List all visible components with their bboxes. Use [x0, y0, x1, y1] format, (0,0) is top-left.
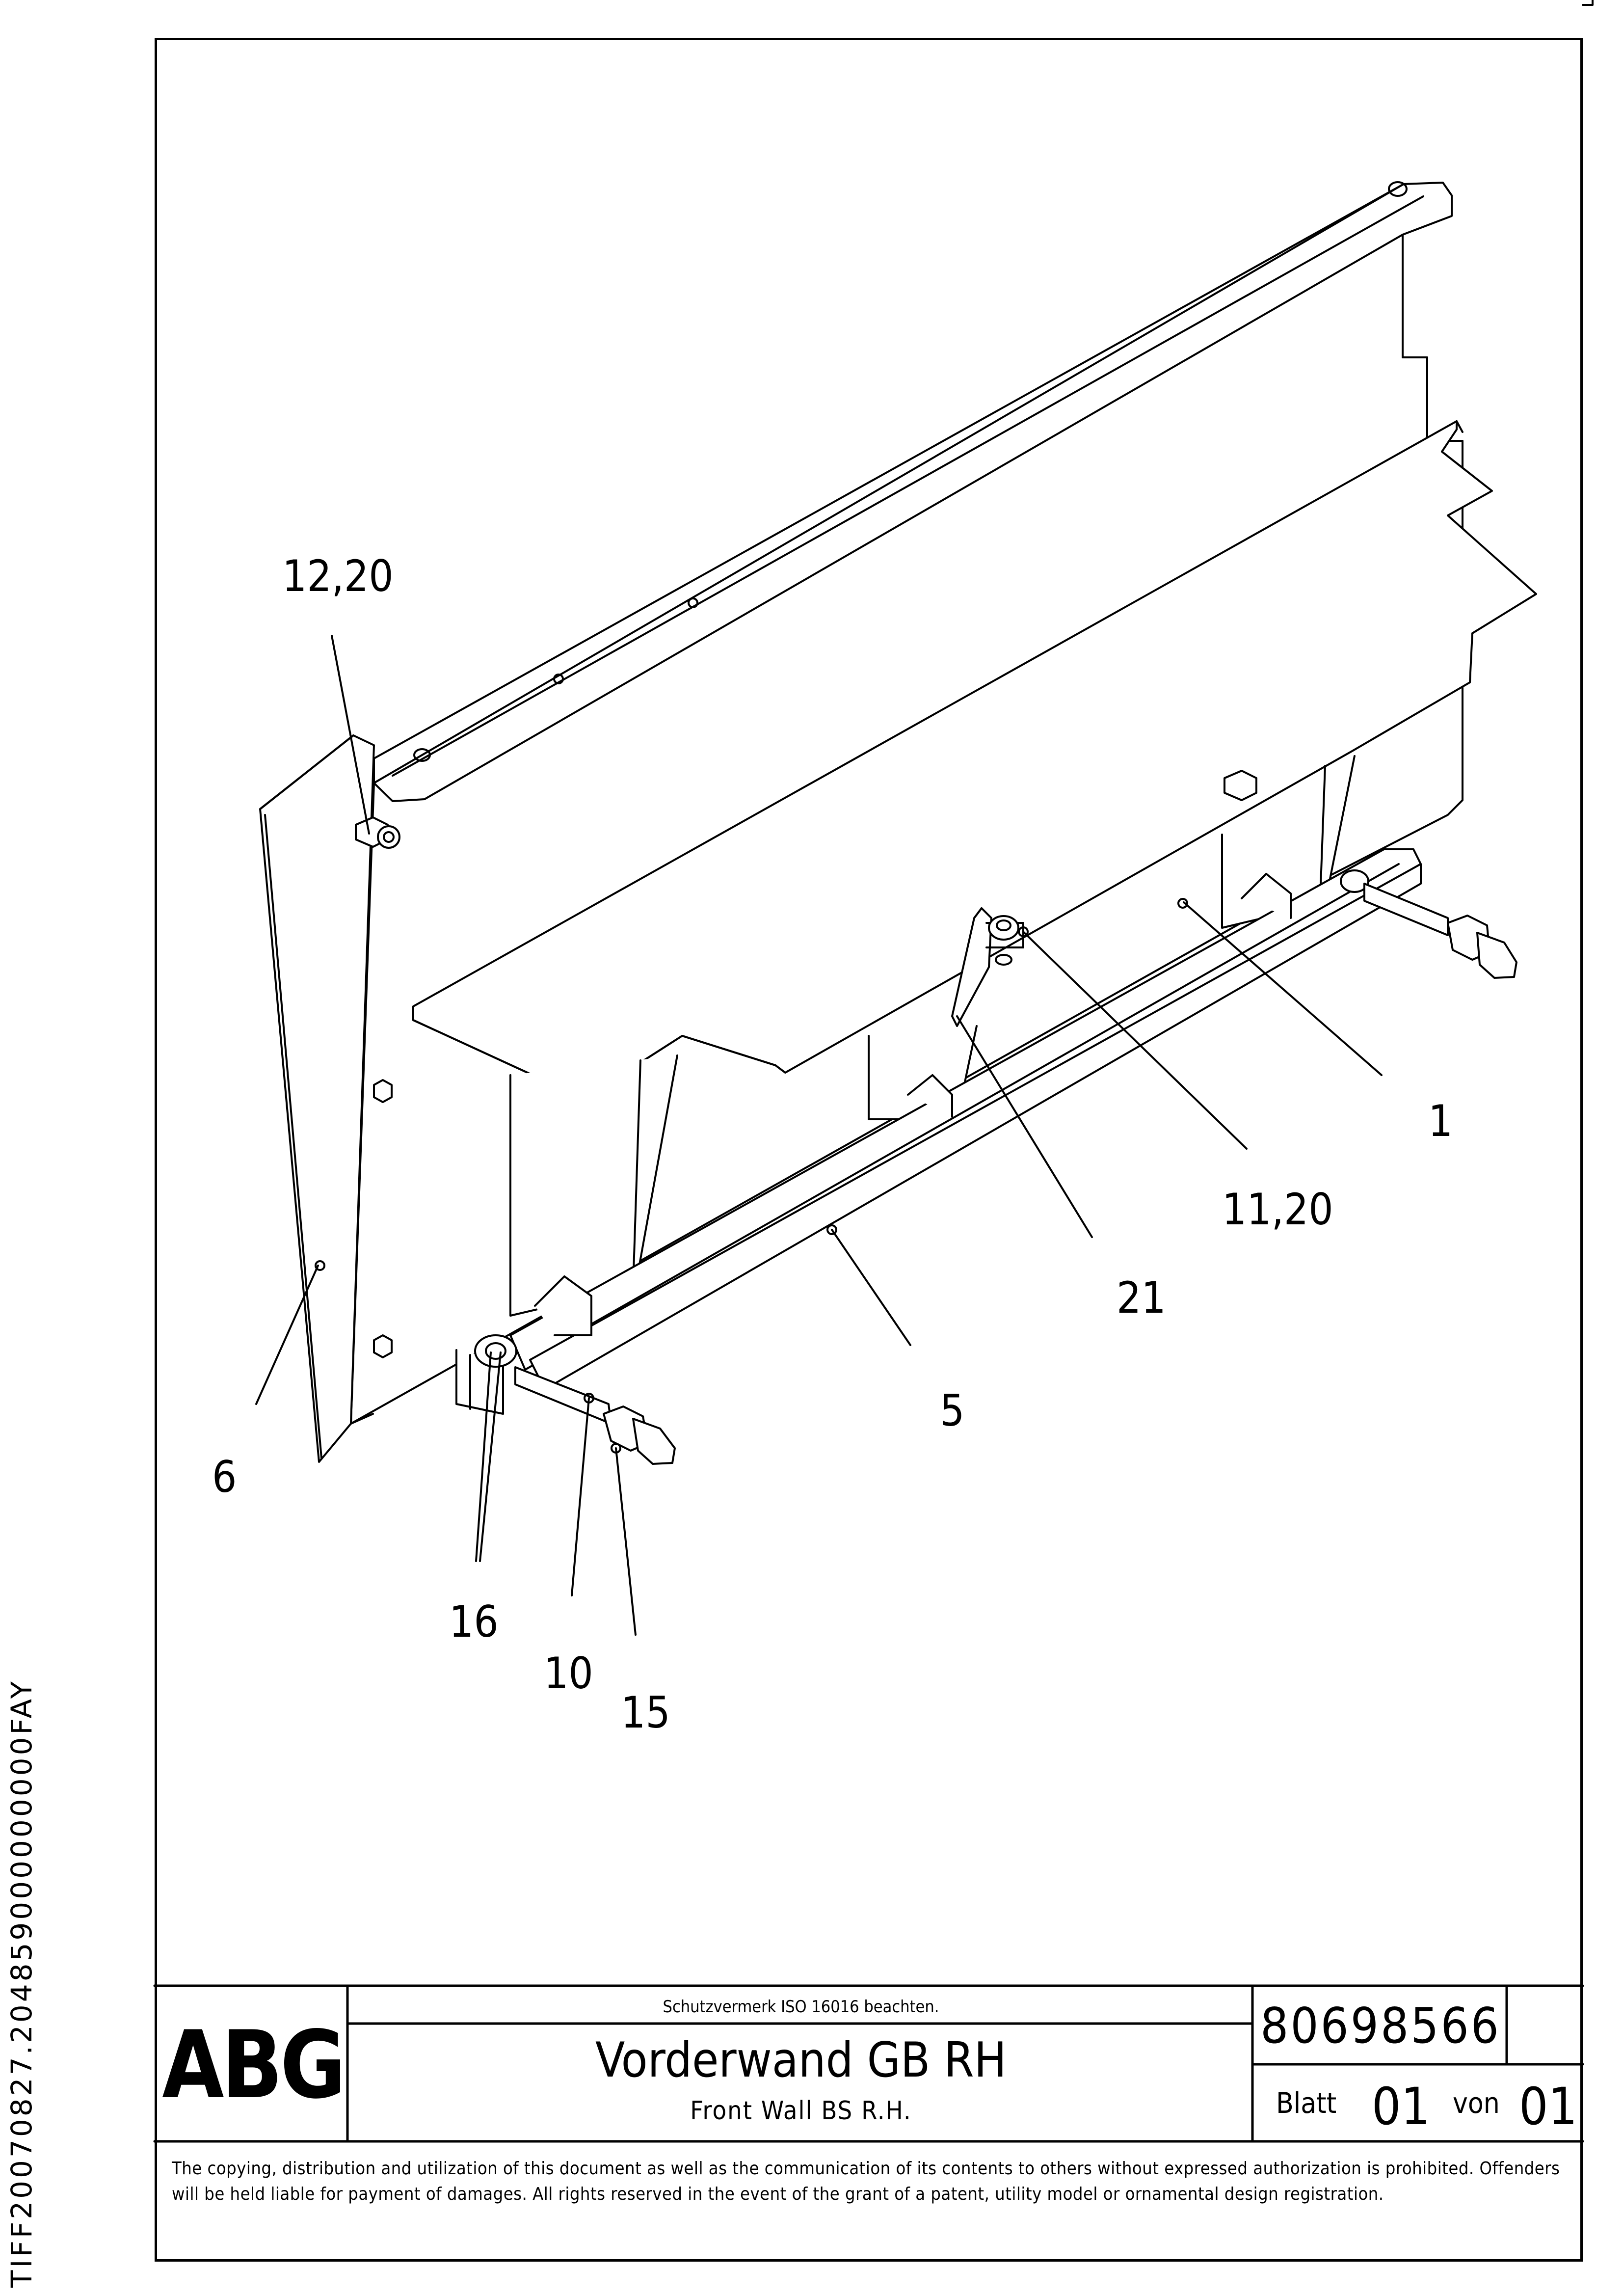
protection-note: Schutzvermerk ISO 16016 beachten.: [663, 1997, 939, 2017]
leader-1: [1183, 901, 1383, 1076]
leader-15: [615, 1447, 637, 1636]
wall-bolts: [355, 770, 1257, 1358]
leader-11-20: [1022, 931, 1248, 1150]
part-number: 80698566: [1260, 1997, 1501, 2054]
top-rail: [373, 181, 1453, 802]
callout-6: 6: [212, 1452, 237, 1502]
callout-16: 16: [449, 1596, 499, 1647]
sheet-number: 01: [1372, 2077, 1431, 2136]
rail-gussets: [534, 873, 1292, 1336]
company-logo: ABG: [162, 2010, 346, 2119]
title-block-lines: [153, 1984, 1584, 2143]
leader-21: [956, 1015, 1093, 1238]
corner-mark: [1582, 0, 1594, 6]
sheet-total: 01: [1519, 2077, 1578, 2136]
side-wall-part-6: [259, 734, 375, 1463]
drawing-title-german: Vorderwand GB RH: [595, 2032, 1007, 2088]
clamp-part-21: [951, 907, 1029, 1027]
right-spindle-assembly: [1340, 869, 1517, 979]
leader-16a: [475, 1351, 492, 1562]
leader-12-20: [331, 635, 370, 835]
leader-6: [255, 1265, 319, 1405]
callout-15: 15: [621, 1687, 670, 1738]
callout-12-20: 12,20: [282, 551, 394, 601]
callout-21: 21: [1117, 1272, 1166, 1323]
leader-10: [571, 1397, 590, 1596]
callout-11-20: 11,20: [1222, 1184, 1333, 1235]
drawing-title-english: Front Wall BS R.H.: [690, 2096, 912, 2126]
callout-10: 10: [544, 1648, 593, 1699]
drawing-frame: [155, 38, 1583, 2262]
sheet-of-label: von: [1453, 2086, 1500, 2120]
leader-16b: [479, 1351, 502, 1562]
copyright-notice: The copying, distribution and utilizatio…: [172, 2159, 1560, 2204]
sheet-label: Blatt: [1276, 2086, 1337, 2120]
leader-lines: [255, 635, 1383, 1636]
callout-5: 5: [940, 1385, 965, 1436]
leader-5: [831, 1229, 911, 1346]
leader-6-dot: [315, 1260, 325, 1271]
callout-1: 1: [1428, 1096, 1453, 1146]
